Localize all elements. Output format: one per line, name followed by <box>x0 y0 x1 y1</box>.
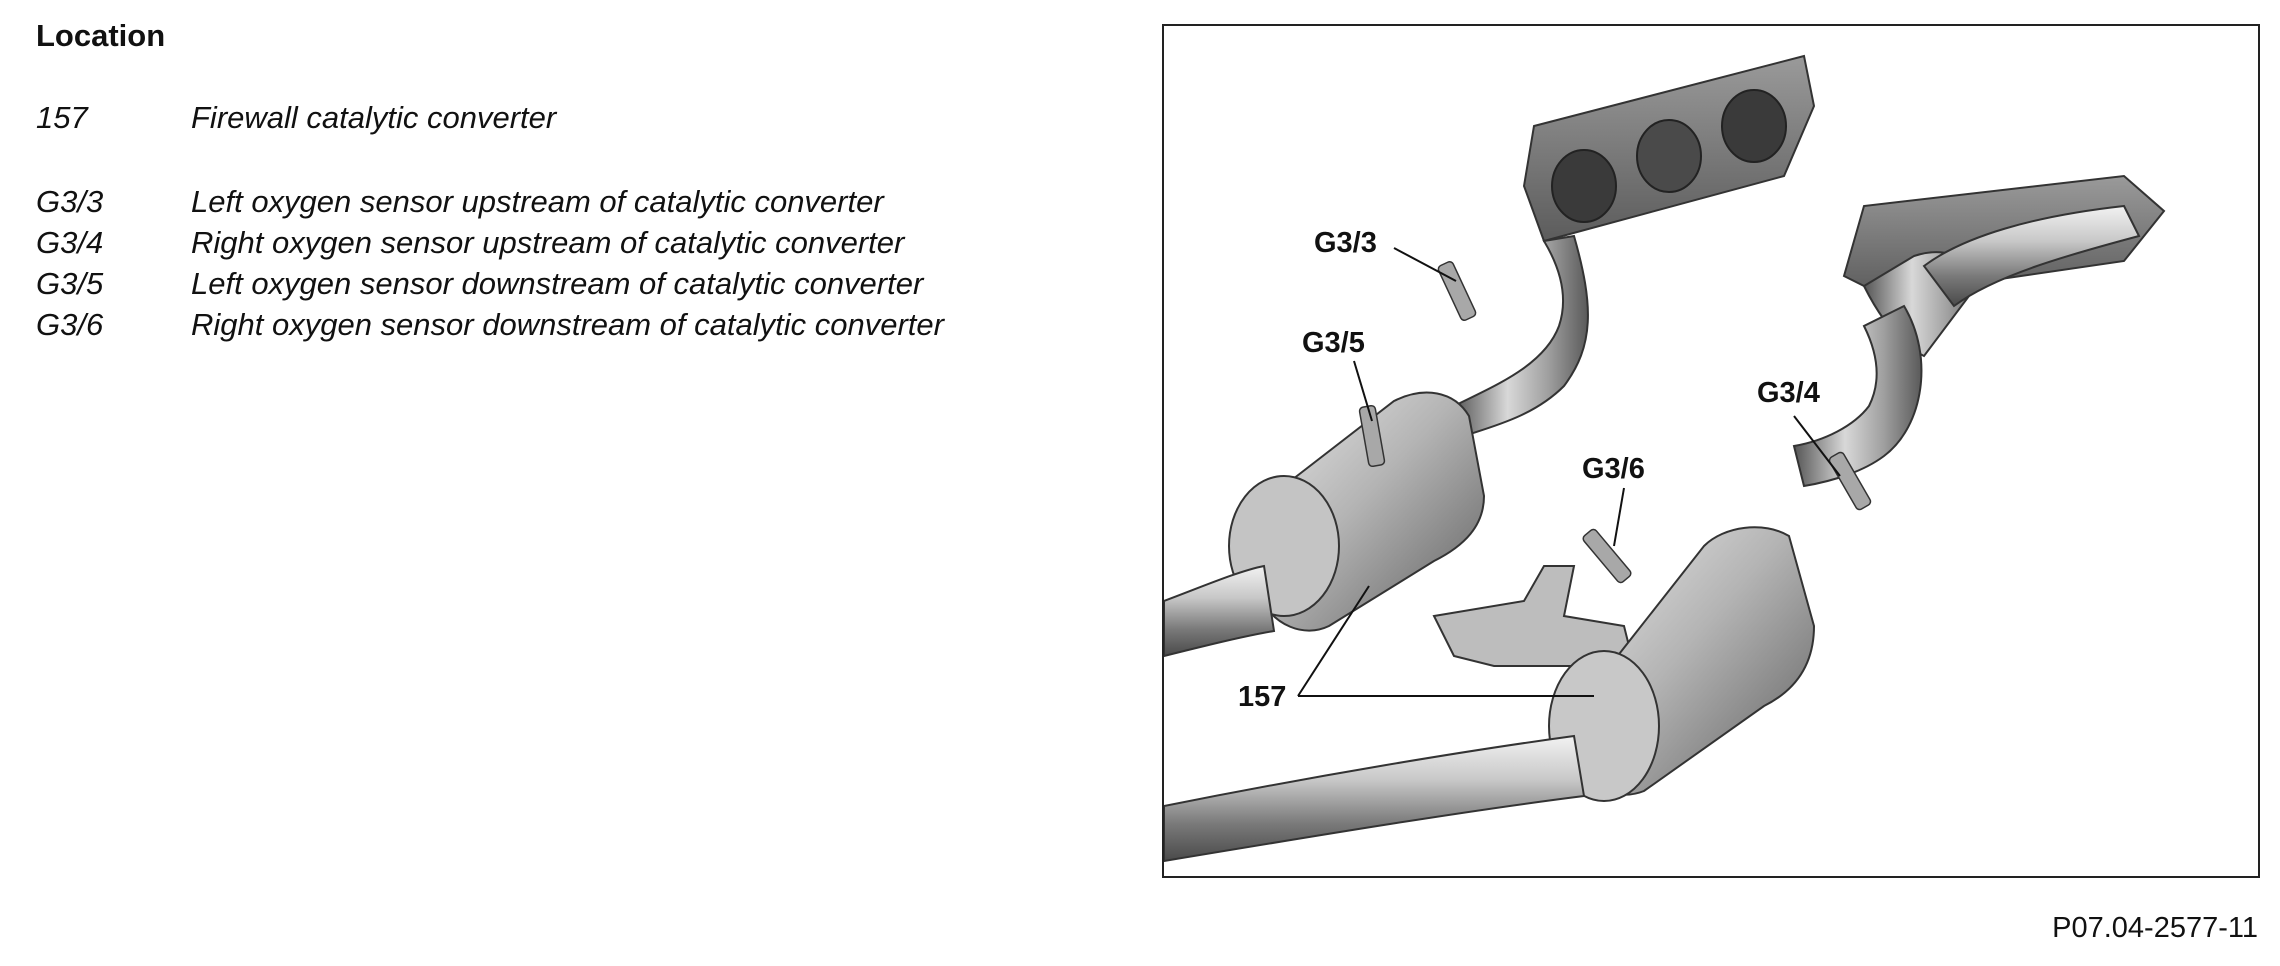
left-downpipe <box>1452 234 1589 438</box>
oxygen-sensor-g3-3 <box>1437 260 1477 322</box>
left-outlet-pipe <box>1164 564 1276 658</box>
legend-description: Firewall catalytic converter <box>191 100 557 135</box>
exhaust-system-figure: G3/3 G3/5 G3/6 G3/4 157 <box>1162 24 2260 878</box>
legend-code: G3/6 <box>36 307 104 342</box>
legend-code: G3/3 <box>36 184 104 219</box>
right-outlet-pipe <box>1164 734 1586 863</box>
leader-g3-4 <box>1793 415 1841 477</box>
callout-g3-6: G3/6 <box>1582 453 1645 485</box>
leader-g3-3 <box>1393 247 1457 282</box>
leader-lines <box>1297 247 1841 697</box>
legend-description: Left oxygen sensor downstream of catalyt… <box>191 266 924 301</box>
mounting-bracket <box>1432 565 1636 667</box>
legend-description: Left oxygen sensor upstream of catalytic… <box>191 184 884 219</box>
leader-157-left <box>1297 585 1370 697</box>
oxygen-sensor-g3-4 <box>1828 451 1872 511</box>
callout-g3-4: G3/4 <box>1757 377 1820 409</box>
left-manifold-flange <box>1522 54 1816 243</box>
oxygen-sensor-g3-6 <box>1582 528 1632 584</box>
section-heading: Location <box>36 18 166 53</box>
figure-reference-number: P07.04-2577-11 <box>2052 912 2258 944</box>
leader-g3-6 <box>1613 487 1625 547</box>
right-catalytic-converter <box>1548 526 1816 802</box>
leader-g3-5 <box>1353 360 1373 422</box>
right-downpipe <box>1792 304 1923 488</box>
exhaust-illustration: G3/3 G3/5 G3/6 G3/4 157 <box>1164 54 2166 863</box>
legend-description: Right oxygen sensor upstream of catalyti… <box>191 225 905 260</box>
legend-code: G3/5 <box>36 266 104 301</box>
legend-code: G3/4 <box>36 225 104 260</box>
callout-157: 157 <box>1238 681 1286 713</box>
callout-g3-5: G3/5 <box>1302 327 1365 359</box>
legend-code: 157 <box>36 100 88 135</box>
callout-g3-3: G3/3 <box>1314 227 1377 259</box>
legend-description: Right oxygen sensor downstream of cataly… <box>191 307 944 342</box>
